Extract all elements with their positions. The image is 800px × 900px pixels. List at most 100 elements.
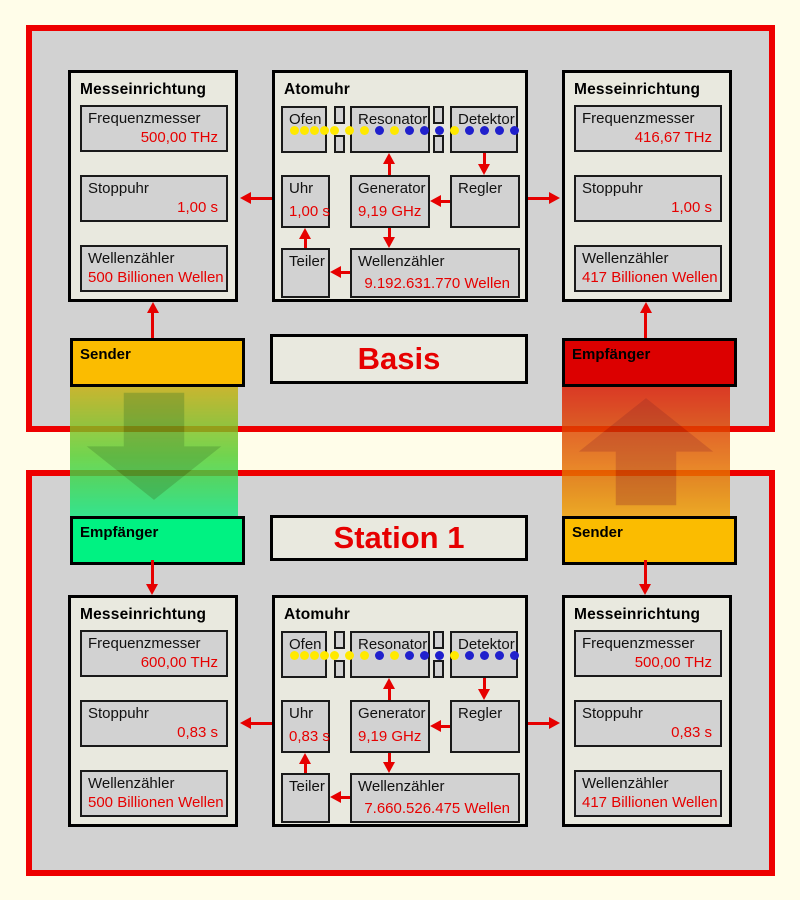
slit-icon (334, 631, 345, 649)
wellenzaehler-value: 417 Billionen Wellen (582, 269, 718, 286)
arrow-sender-to-meterleft-line (151, 313, 154, 338)
wellenzaehler-label: Wellenzähler (582, 250, 669, 267)
wellenzaehler-label: Wellenzähler (88, 775, 175, 792)
arrow-generator-to-resonator-head (383, 153, 395, 164)
arrow-zaehler-to-teiler-head (330, 791, 341, 803)
atom-dot-blue (465, 126, 474, 135)
arrow-clock-to-meterleft-line (251, 722, 272, 725)
arrow-generator-to-zaehler-head (383, 237, 395, 248)
wellenzaehler-value: 7.660.526.475 Wellen (364, 800, 510, 817)
empfaenger-label: Empfänger (80, 524, 159, 541)
arrow-regler-to-generator-line (441, 725, 450, 728)
panel-title: Atomuhr (284, 81, 350, 98)
basis-sender-box: Sender (70, 338, 245, 387)
atom-dot-yellow (345, 651, 354, 660)
atom-dot-yellow (310, 651, 319, 660)
atom-dot-blue (375, 651, 384, 660)
atom-dot-yellow (330, 126, 339, 135)
atom-dot-blue (435, 651, 444, 660)
arrow-teiler-to-uhr-head (299, 753, 311, 764)
sender-label: Sender (572, 524, 623, 541)
wellenzaehler-value: 417 Billionen Wellen (582, 794, 718, 811)
uhr-value: 1,00 s (289, 203, 330, 220)
atom-dot-yellow (320, 126, 329, 135)
atom-beam (286, 126, 519, 135)
wellenzaehler-box: Wellenzähler 9.192.631.770 Wellen (350, 248, 520, 298)
atom-dot-yellow (390, 126, 399, 135)
empfaenger-label: Empfänger (572, 346, 651, 363)
stoppuhr-box: Stoppuhr 0,83 s (574, 700, 722, 747)
atom-dot-blue (420, 651, 429, 660)
wellenzaehler-value: 500 Billionen Wellen (88, 794, 224, 811)
arrow-empfaenger-to-meterright-head (640, 302, 652, 313)
slit-icon (334, 106, 345, 124)
arrow-sender-to-meterright-head (639, 584, 651, 595)
arrow-zaehler-to-teiler-line (341, 271, 350, 274)
atom-dot-blue (495, 126, 504, 135)
basis-atomuhr: Atomuhr Ofen Resonator Detektor Uhr 1,00… (272, 70, 528, 302)
arrow-teiler-to-uhr-line (304, 764, 307, 773)
atom-beam (286, 651, 519, 660)
generator-box: Generator 9,19 GHz (350, 175, 430, 228)
atom-dot-yellow (450, 126, 459, 135)
wellenzaehler-box: Wellenzähler 417 Billionen Wellen (574, 770, 722, 817)
panel-title: Messeinrichtung (574, 81, 701, 98)
wellenzaehler-label: Wellenzähler (582, 775, 669, 792)
generator-value: 9,19 GHz (358, 728, 422, 745)
down-arrow-icon (86, 392, 222, 500)
wellenzaehler-value: 500 Billionen Wellen (88, 269, 224, 286)
arrow-generator-to-zaehler-head (383, 762, 395, 773)
atom-dot-blue (465, 651, 474, 660)
stoppuhr-value: 0,83 s (671, 724, 712, 741)
wellenzaehler-box: Wellenzähler 500 Billionen Wellen (80, 245, 228, 292)
frequenzmesser-box: Frequenzmesser 416,67 THz (574, 105, 722, 152)
wellenzaehler-label: Wellenzähler (358, 778, 445, 795)
arrow-sender-to-meterright-line (644, 560, 647, 584)
arrow-regler-to-generator-line (441, 200, 450, 203)
wellenzaehler-box: Wellenzähler 500 Billionen Wellen (80, 770, 228, 817)
frequenzmesser-label: Frequenzmesser (582, 635, 695, 652)
arrow-clock-to-meterright-head (549, 717, 560, 729)
atom-dot-blue (510, 651, 519, 660)
basis-title-box: Basis (270, 334, 528, 384)
generator-value: 9,19 GHz (358, 203, 422, 220)
frequenzmesser-value: 500,00 THz (634, 654, 712, 671)
slit-icon (433, 660, 444, 678)
atom-dot-yellow (360, 126, 369, 135)
signal-flow-down-band (70, 382, 238, 516)
frequenzmesser-label: Frequenzmesser (582, 110, 695, 127)
basis-meter-right: Messeinrichtung Frequenzmesser 416,67 TH… (562, 70, 732, 302)
uhr-box: Uhr 1,00 s (281, 175, 330, 228)
arrow-zaehler-to-teiler-head (330, 266, 341, 278)
detektor-box: Detektor (450, 106, 518, 153)
stoppuhr-value: 1,00 s (177, 199, 218, 216)
resonator-label: Resonator (358, 111, 428, 128)
slit-icon (433, 106, 444, 124)
teiler-box: Teiler (281, 248, 330, 298)
basis-empfaenger-box: Empfänger (562, 338, 737, 387)
arrow-detektor-to-regler-line (483, 153, 486, 164)
ofen-label: Ofen (289, 111, 322, 128)
station1-meter-left: Messeinrichtung Frequenzmesser 600,00 TH… (68, 595, 238, 827)
atom-dot-yellow (310, 126, 319, 135)
atom-dot-blue (435, 126, 444, 135)
stoppuhr-label: Stoppuhr (88, 705, 149, 722)
wellenzaehler-value: 9.192.631.770 Wellen (364, 275, 510, 292)
arrow-regler-to-generator-head (430, 195, 441, 207)
arrow-generator-to-zaehler-line (388, 228, 391, 237)
atom-dot-blue (405, 651, 414, 660)
uhr-value: 0,83 s (289, 728, 330, 745)
stoppuhr-box: Stoppuhr 0,83 s (80, 700, 228, 747)
station1-title-box: Station 1 (270, 515, 528, 561)
basis-meter-left: Messeinrichtung Frequenzmesser 500,00 TH… (68, 70, 238, 302)
frequenzmesser-value: 600,00 THz (140, 654, 218, 671)
regler-label: Regler (458, 705, 503, 722)
atom-dot-yellow (320, 651, 329, 660)
arrow-generator-to-resonator-line (388, 689, 391, 700)
resonator-label: Resonator (358, 636, 428, 653)
uhr-box: Uhr 0,83 s (281, 700, 330, 753)
detektor-label: Detektor (458, 636, 515, 653)
arrow-empfaenger-to-meterleft-line (151, 560, 154, 584)
detektor-label: Detektor (458, 111, 515, 128)
